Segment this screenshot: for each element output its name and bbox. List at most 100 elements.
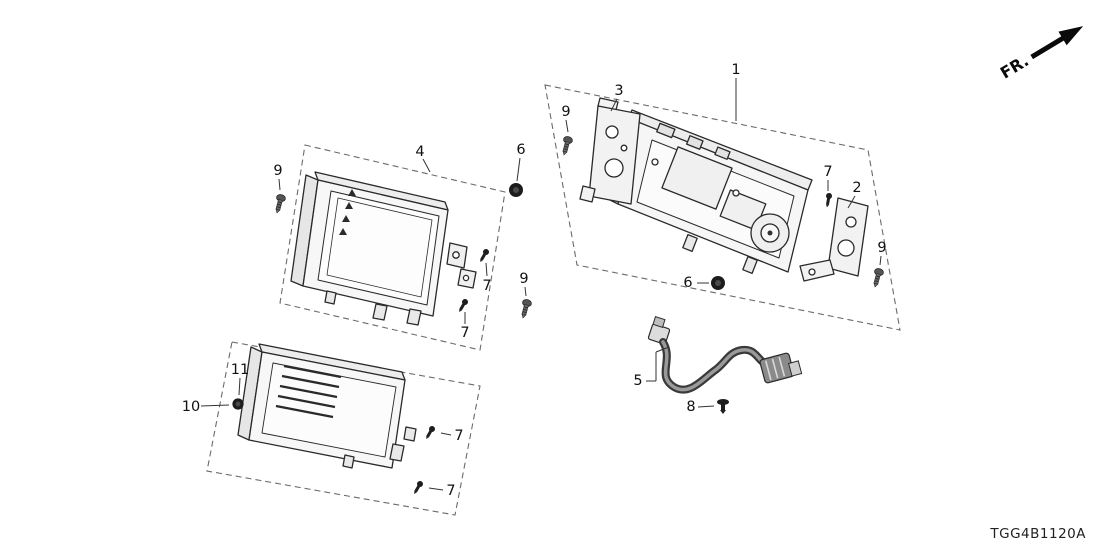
unit4-arrow-marks: [339, 189, 356, 235]
screw-9b-icon: [870, 267, 885, 289]
callout-11: 11: [231, 362, 249, 378]
bracket-left-3: [579, 97, 641, 205]
radio-unit-connector-1: [656, 122, 676, 139]
bracket-3-hole-1: [605, 125, 619, 139]
harness-connector-stripes: [764, 356, 786, 381]
leader-5c: [655, 346, 670, 353]
unit10-panel: [261, 362, 397, 458]
unit4-screen-inner: [326, 197, 433, 298]
radio-unit-stub-1: [682, 234, 698, 252]
grommet-6b-icon: [711, 276, 725, 290]
leader-3: [610, 98, 618, 112]
bracket-3-plate: [588, 105, 641, 205]
callout-9c: 9: [519, 271, 528, 287]
screw-9d-icon: [272, 193, 287, 215]
callout-4: 4: [415, 144, 424, 160]
screw-7c-icon: [456, 297, 470, 314]
callout-6b: 6: [683, 275, 692, 291]
harness-cable-outline: [659, 338, 774, 394]
grommet-6a-icon: [509, 183, 523, 197]
clip-8-icon: [717, 399, 729, 414]
unit10-stub-2: [403, 426, 417, 442]
callout-7d: 7: [454, 428, 463, 444]
leader-6a: [516, 157, 521, 182]
bracket-2-hole-1: [845, 216, 857, 228]
radio-unit: [605, 109, 813, 274]
fr-direction: FR.: [997, 26, 1084, 83]
bracket-2-plate: [827, 197, 869, 277]
leader-2: [847, 195, 856, 209]
unit10-vent-slots: [275, 364, 342, 419]
callout-7e: 7: [446, 483, 455, 499]
unit4-tab-1-hole: [452, 251, 460, 259]
radio-unit-connector-2: [686, 135, 704, 150]
part4-boundary-box: [279, 144, 506, 351]
callout-7c: 7: [460, 325, 469, 341]
unit4-stub-2: [406, 308, 422, 326]
callout-6a: 6: [516, 142, 525, 158]
callout-1: 1: [731, 62, 740, 78]
bracket-3-foot: [579, 185, 596, 203]
radio-unit-connector-3: [714, 146, 731, 160]
radio-unit-hole-1: [651, 158, 659, 166]
callout-9a: 9: [561, 104, 570, 120]
screw-7b-icon: [477, 247, 491, 264]
part1-boundary-box: [544, 84, 901, 331]
harness-cable-core: [661, 340, 772, 392]
radio-unit-hole-2: [732, 189, 740, 197]
callout-5: 5: [633, 373, 642, 389]
callouts: 1 2 3 4 5 6 6 7 7 7 7 7 8 9 9 9 9 10 11: [182, 62, 887, 499]
leader-11: [238, 377, 241, 396]
bracket-2-foot: [799, 259, 835, 282]
unit10-stub-3: [342, 454, 355, 469]
bracket-3-hole-3: [620, 144, 628, 152]
leader-9a: [565, 119, 569, 133]
harness-connector-top-cap: [652, 316, 666, 328]
leader-10: [200, 404, 230, 407]
leader-9d: [278, 178, 281, 191]
harness-connector-end-cap: [788, 360, 803, 377]
leader-7b: [485, 262, 488, 277]
diagram-code: TGG4B1120A: [989, 526, 1086, 542]
unit4-tab-2-hole: [462, 274, 470, 282]
bracket-3-hole-2: [604, 158, 624, 178]
leader-8: [697, 405, 715, 408]
callout-10: 10: [182, 399, 200, 415]
leader-7d: [440, 432, 452, 436]
leader-9c: [524, 286, 527, 297]
callout-2: 2: [852, 180, 861, 196]
unit10-stub-1: [389, 443, 405, 462]
fr-arrow-head-icon: [1058, 26, 1084, 46]
harness-5: [647, 316, 803, 394]
screw-7e-icon: [411, 479, 425, 496]
screw-7a-icon: [824, 192, 833, 208]
bracket-2-foot-hole: [808, 268, 816, 276]
bracket-2-hole-2: [837, 239, 855, 257]
leader-4: [422, 158, 431, 173]
callout-3: 3: [614, 83, 623, 99]
unit4-stub-1: [372, 303, 388, 321]
leader-lines: [200, 78, 882, 491]
callout-7a: 7: [823, 164, 832, 180]
fr-arrow-shaft: [1030, 35, 1066, 60]
leader-9b: [879, 255, 882, 266]
grommet-11-icon: [232, 398, 244, 410]
callout-9b: 9: [877, 240, 886, 256]
callout-7b: 7: [482, 278, 491, 294]
display-unit-10: [237, 343, 417, 469]
unit4-stub-3: [324, 290, 337, 305]
part10-boundary-box: [206, 341, 481, 516]
radio-unit-knob-center: [767, 230, 773, 236]
bracket-right-2: [799, 197, 869, 282]
fr-label: FR.: [997, 51, 1032, 83]
radio-unit-stub-2: [742, 256, 758, 274]
leader-7e: [428, 487, 444, 491]
callout-9d: 9: [273, 163, 282, 179]
radio-unit-shield-large: [661, 146, 733, 210]
screw-9c-icon: [518, 298, 533, 320]
screw-7d-icon: [423, 424, 437, 441]
screw-9a-icon: [559, 135, 574, 157]
callout-8: 8: [686, 399, 695, 415]
